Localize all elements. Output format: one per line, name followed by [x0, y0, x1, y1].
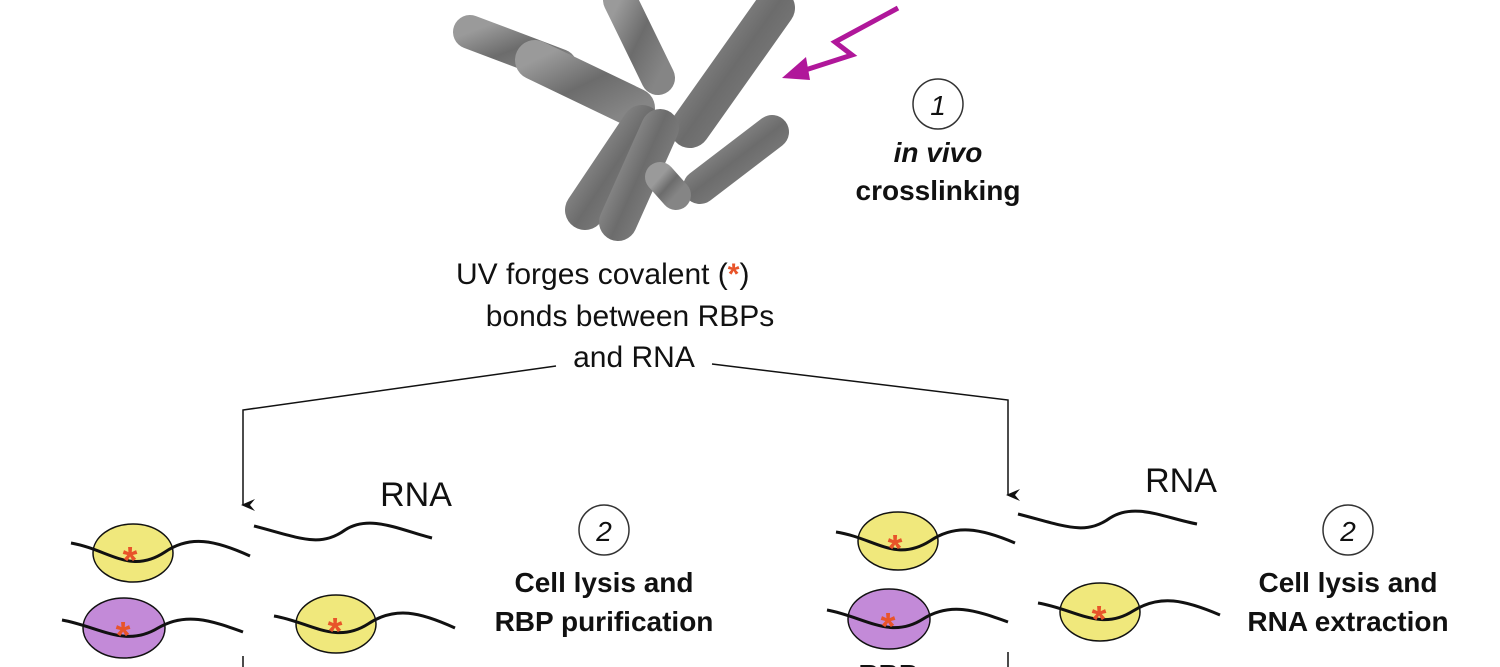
step-1-label: crosslinking [856, 175, 1021, 206]
uv-caption-line3: and RNA [573, 341, 695, 374]
right-step-circle [1322, 504, 1374, 556]
rna-strand [70, 539, 251, 563]
uv-caption-line2: bonds between RBPs [486, 300, 775, 333]
uv-caption-line1-pre: UV forges covalent ( [456, 258, 728, 291]
asterisk-icon: * [1092, 599, 1107, 641]
rbp-purple [847, 588, 931, 650]
left-complex-1: * [70, 523, 251, 583]
rbp-yellow [1059, 582, 1141, 642]
left-step-line2: RBP purification [495, 606, 714, 637]
step-1-number: 1 [930, 90, 946, 121]
right-panel: RNA * * * 2 Cell lysis and RNA extractio… [826, 462, 1449, 667]
left-step-number: 2 [595, 516, 612, 547]
rna-strand [273, 611, 456, 635]
right-partial-label: RBP [858, 659, 917, 667]
right-rna-label: RNA [1145, 462, 1217, 500]
right-complex-2: * [826, 588, 1009, 650]
left-step-circle [578, 504, 630, 556]
uv-caption-line1: UV forges covalent (*) [456, 258, 749, 291]
left-panel: RNA * * * 2 Cell lysis and RBP purificat… [61, 476, 714, 667]
rbp-yellow [857, 511, 939, 571]
right-step-line2: RNA extraction [1247, 606, 1448, 637]
right-complex-3: * [1037, 582, 1221, 642]
step-1-label-italic: in vivo [894, 137, 983, 168]
branch-arrow-right [711, 363, 1020, 501]
left-complex-2: * [61, 597, 244, 659]
right-free-rna-strand [1017, 509, 1198, 530]
step-1-circle [912, 78, 964, 130]
rbp-yellow [295, 594, 377, 654]
rna-strand [835, 528, 1016, 552]
lightning-arrow-icon [782, 5, 900, 80]
right-step-number: 2 [1339, 516, 1356, 547]
rna-strand [1037, 599, 1221, 622]
rna-strand [61, 617, 244, 638]
left-rna-label: RNA [380, 476, 452, 514]
rbp-yellow [92, 523, 174, 583]
right-step-line1: Cell lysis and [1259, 567, 1438, 598]
asterisk-icon: * [728, 258, 740, 291]
asterisk-icon: * [116, 615, 131, 657]
left-complex-3: * [273, 594, 456, 654]
rbp-purple [82, 597, 166, 659]
rna-strand [826, 607, 1009, 630]
uv-caption-line1-post: ) [739, 258, 749, 291]
branch-arrow-left [241, 365, 557, 511]
asterisk-icon: * [881, 606, 896, 648]
bacteria-illustration [437, 0, 795, 241]
asterisk-icon: * [123, 540, 138, 582]
left-free-rna-strand [253, 521, 433, 542]
asterisk-icon: * [328, 611, 343, 653]
left-step-line1: Cell lysis and [515, 567, 694, 598]
asterisk-icon: * [888, 528, 903, 570]
right-complex-1: * [835, 511, 1016, 571]
